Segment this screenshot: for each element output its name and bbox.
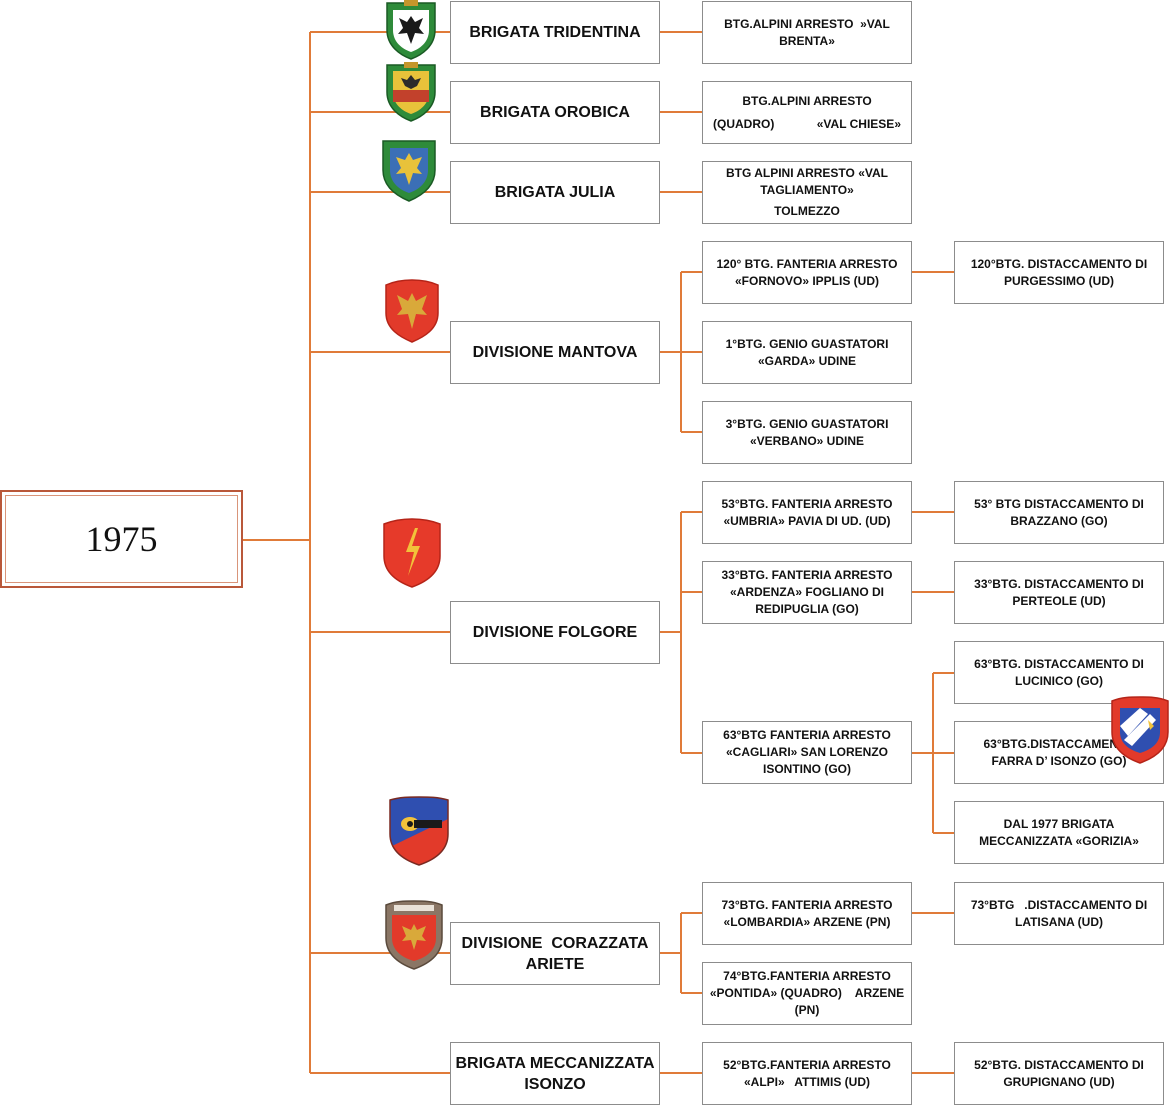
detachment-line: DAL 1977 BRIGATA bbox=[1003, 816, 1115, 831]
eagle-yellow-shield-icon bbox=[384, 62, 438, 122]
battalion-lombardia: 73°BTG. FANTERIA ARRESTO «LOMBARDIA» ARZ… bbox=[702, 882, 912, 945]
ram-blue-red-shield-icon bbox=[388, 796, 450, 866]
detachment-line: MECCANIZZATA «GORIZIA» bbox=[979, 833, 1139, 848]
unit-label: DIVISIONE CORAZZATA bbox=[461, 934, 649, 952]
chevron-white-blue-shield-icon bbox=[1110, 696, 1170, 764]
unit-brigata-meccanizzata-isonzo: BRIGATA MECCANIZZATA ISONZO bbox=[450, 1042, 660, 1105]
note-gorizia: DAL 1977 BRIGATA MECCANIZZATA «GORIZIA» bbox=[954, 801, 1164, 864]
detachment-line: GRUPIGNANO (UD) bbox=[1003, 1074, 1115, 1089]
detachment-brazzano: 53° BTG DISTACCAMENTO DI BRAZZANO (GO) bbox=[954, 481, 1164, 544]
detachment-perteole: 33°BTG. DISTACCAMENTO DI PERTEOLE (UD) bbox=[954, 561, 1164, 624]
battalion-line: «ALPI» ATTIMIS (UD) bbox=[744, 1074, 870, 1089]
lightning-red-shield-icon bbox=[382, 518, 442, 588]
detachment-line: 53° BTG DISTACCAMENTO DI bbox=[974, 496, 1144, 511]
battalion-cagliari: 63°BTG FANTERIA ARRESTO «CAGLIARI» SAN L… bbox=[702, 721, 912, 784]
detachment-line: 73°BTG .DISTACCAMENTO DI bbox=[970, 897, 1148, 912]
detachment-line: 120°BTG. DISTACCAMENTO DI bbox=[970, 256, 1148, 271]
unit-label: DIVISIONE MANTOVA bbox=[472, 344, 638, 361]
unit-divisione-folgore: DIVISIONE FOLGORE bbox=[450, 601, 660, 664]
unit-label: BRIGATA OROBICA bbox=[480, 104, 630, 121]
battalion-garda: 1°BTG. GENIO GUASTATORI «GARDA» UDINE bbox=[702, 321, 912, 384]
detachment-line: LUCINICO (GO) bbox=[1015, 673, 1103, 688]
unit-label: ISONZO bbox=[524, 1075, 586, 1093]
unit-label: BRIGATA JULIA bbox=[494, 184, 616, 201]
detachment-lucinico: 63°BTG. DISTACCAMENTO DI LUCINICO (GO) bbox=[954, 641, 1164, 704]
battalion-umbria: 53°BTG. FANTERIA ARRESTO «UMBRIA» PAVIA … bbox=[702, 481, 912, 544]
battalion-alpi: 52°BTG.FANTERIA ARRESTO «ALPI» ATTIMIS (… bbox=[702, 1042, 912, 1105]
battalion-line: ISONTINO (GO) bbox=[763, 762, 851, 776]
battalion-line: 120° BTG. FANTERIA ARRESTO bbox=[716, 256, 898, 271]
unit-label: DIVISIONE FOLGORE bbox=[472, 624, 638, 641]
detachment-latisana: 73°BTG .DISTACCAMENTO DI LATISANA (UD) bbox=[954, 882, 1164, 945]
battalion-verbano: 3°BTG. GENIO GUASTATORI «VERBANO» UDINE bbox=[702, 401, 912, 464]
battalion-line: BTG.ALPINI ARRESTO »VAL bbox=[724, 16, 890, 31]
battalion-val-brenta: BTG.ALPINI ARRESTO »VAL BRENTA» bbox=[702, 1, 912, 64]
battalion-line: (QUADRO) bbox=[713, 116, 775, 131]
battalion-line: 74°BTG.FANTERIA ARRESTO bbox=[723, 969, 891, 983]
battalion-line: TAGLIAMENTO» bbox=[760, 183, 854, 197]
battalion-line: 3°BTG. GENIO GUASTATORI bbox=[725, 416, 889, 431]
battalion-line: TOLMEZZO bbox=[774, 204, 840, 218]
battalion-line: 73°BTG. FANTERIA ARRESTO bbox=[721, 897, 893, 912]
detachment-line: 33°BTG. DISTACCAMENTO DI bbox=[974, 576, 1144, 591]
battalion-line: BTG.ALPINI ARRESTO bbox=[742, 93, 872, 108]
unit-brigata-orobica: BRIGATA OROBICA bbox=[450, 81, 660, 144]
detachment-line: FARRA D’ ISONZO (GO) bbox=[991, 753, 1127, 768]
detachment-grupignano: 52°BTG. DISTACCAMENTO DI GRUPIGNANO (UD) bbox=[954, 1042, 1164, 1105]
battalion-line: «CAGLIARI» SAN LORENZO bbox=[725, 745, 888, 759]
unit-label: BRIGATA MECCANIZZATA bbox=[455, 1054, 655, 1072]
battalion-line: «ARDENZA» FOGLIANO DI bbox=[729, 585, 884, 599]
unit-label: ARIETE bbox=[525, 955, 585, 973]
battalion-line: «VAL CHIESE» bbox=[816, 116, 901, 131]
battalion-line: BTG ALPINI ARRESTO «VAL bbox=[725, 166, 888, 180]
unit-brigata-tridentina: BRIGATA TRIDENTINA bbox=[450, 1, 660, 64]
battalion-val-chiese: BTG.ALPINI ARRESTO (QUADRO) «VAL CHIESE» bbox=[702, 81, 912, 144]
detachment-line: PURGESSIMO (UD) bbox=[1003, 273, 1114, 288]
battalion-line: 1°BTG. GENIO GUASTATORI bbox=[725, 336, 889, 351]
battalion-line: «PONTIDA» (QUADRO) ARZENE bbox=[709, 986, 905, 1000]
detachment-line: 63°BTG. DISTACCAMENTO DI bbox=[974, 656, 1144, 671]
detachment-line: LATISANA (UD) bbox=[1015, 914, 1103, 929]
detachment-line: BRAZZANO (GO) bbox=[1010, 513, 1108, 528]
battalion-pontida: 74°BTG.FANTERIA ARRESTO «PONTIDA» (QUADR… bbox=[702, 962, 912, 1025]
eagle-blue-shield-icon bbox=[380, 138, 438, 202]
detachment-purgessimo: 120°BTG. DISTACCAMENTO DI PURGESSIMO (UD… bbox=[954, 241, 1164, 304]
battalion-line: 52°BTG.FANTERIA ARRESTO bbox=[723, 1057, 891, 1072]
battalion-line: «GARDA» UDINE bbox=[757, 353, 856, 368]
battalion-line: «LOMBARDIA» ARZENE (PN) bbox=[723, 914, 891, 929]
eagle-red-shield-brown-border-icon bbox=[384, 900, 444, 970]
battalion-line: «FORNOVO» IPPLIS (UD) bbox=[734, 273, 880, 288]
unit-brigata-julia: BRIGATA JULIA bbox=[450, 161, 660, 224]
golden-eagle-red-shield-icon bbox=[383, 279, 441, 343]
battalion-line: 53°BTG. FANTERIA ARRESTO bbox=[721, 496, 893, 511]
detachment-line: PERTEOLE (UD) bbox=[1012, 593, 1106, 608]
year-box: 1975 bbox=[0, 490, 243, 588]
unit-divisione-corazzata-ariete: DIVISIONE CORAZZATA ARIETE bbox=[450, 922, 660, 985]
detachment-line: 63°BTG.DISTACCAMENTO bbox=[983, 736, 1135, 751]
unit-label: BRIGATA TRIDENTINA bbox=[469, 24, 641, 41]
battalion-fornovo: 120° BTG. FANTERIA ARRESTO «FORNOVO» IPP… bbox=[702, 241, 912, 304]
battalion-ardenza: 33°BTG. FANTERIA ARRESTO «ARDENZA» FOGLI… bbox=[702, 561, 912, 624]
battalion-line: «UMBRIA» PAVIA DI UD. (UD) bbox=[723, 513, 891, 528]
battalion-val-tagliamento: BTG ALPINI ARRESTO «VAL TAGLIAMENTO» TOL… bbox=[702, 161, 912, 224]
battalion-line: (PN) bbox=[794, 1003, 820, 1017]
battalion-line: «VERBANO» UDINE bbox=[749, 433, 865, 448]
unit-divisione-mantova: DIVISIONE MANTOVA bbox=[450, 321, 660, 384]
year-label: 1975 bbox=[85, 519, 158, 559]
battalion-line: BRENTA» bbox=[779, 33, 835, 48]
battalion-line: REDIPUGLIA (GO) bbox=[755, 602, 859, 616]
detachment-line: 52°BTG. DISTACCAMENTO DI bbox=[974, 1057, 1144, 1072]
eagle-green-shield-icon bbox=[384, 0, 438, 60]
battalion-line: 63°BTG FANTERIA ARRESTO bbox=[723, 728, 891, 742]
battalion-line: 33°BTG. FANTERIA ARRESTO bbox=[721, 568, 893, 582]
